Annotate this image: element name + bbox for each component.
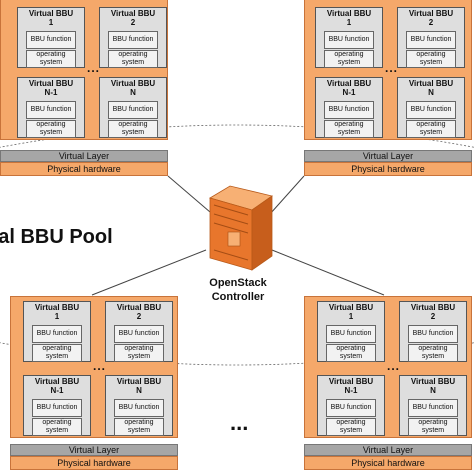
operating-system-box: operating system [408, 344, 458, 362]
physical-hardware-bar: Physical hardware [304, 456, 472, 470]
operating-system-box: operating system [32, 418, 82, 436]
bbu-function-box: BBU function [26, 31, 76, 49]
operating-system-box: operating system [324, 120, 374, 138]
bbu-function-box: BBU function [324, 31, 374, 49]
virtual-layer-bar: Virtual Layer [10, 444, 178, 456]
bbu-function-box: BBU function [326, 325, 376, 343]
bbu-function-box: BBU function [114, 399, 164, 417]
controller-label-line2: Controller [211, 291, 265, 303]
bbu-function-box: BBU function [26, 101, 76, 119]
server-tower-icon [209, 185, 273, 271]
bbu-function-box: BBU function [406, 101, 456, 119]
operating-system-box: operating system [406, 50, 456, 68]
physical-hardware-bar: Physical hardware [0, 162, 168, 176]
operating-system-box: operating system [32, 344, 82, 362]
link-bottom-left [91, 249, 207, 296]
link-top-left [167, 175, 211, 213]
virtual-layer-bar: Virtual Layer [304, 150, 472, 162]
bbu-function-box: BBU function [326, 399, 376, 417]
bbu-function-box: BBU function [108, 31, 158, 49]
bbu-function-box: BBU function [32, 325, 82, 343]
physical-hardware-bar: Physical hardware [304, 162, 472, 176]
operating-system-box: operating system [326, 344, 376, 362]
virtual-layer-bar: Virtual Layer [0, 150, 168, 162]
bbu-function-box: BBU function [324, 101, 374, 119]
virtual-layer-bar: Virtual Layer [304, 444, 472, 456]
link-top-right [269, 175, 305, 215]
link-bottom-right [271, 249, 385, 296]
bbu-function-box: BBU function [406, 31, 456, 49]
bbu-function-box: BBU function [108, 101, 158, 119]
operating-system-box: operating system [26, 120, 76, 138]
controller-label: OpenStack Controller [196, 276, 280, 304]
more-servers-ellipsis: ... [230, 410, 249, 435]
operating-system-box: operating system [108, 50, 158, 68]
operating-system-box: operating system [408, 418, 458, 436]
operating-system-box: operating system [114, 418, 164, 436]
controller-label-line1: OpenStack [209, 277, 267, 289]
vm-ellipsis: ... [87, 61, 101, 75]
bbu-function-box: BBU function [32, 399, 82, 417]
operating-system-box: operating system [326, 418, 376, 436]
operating-system-box: operating system [26, 50, 76, 68]
bbu-function-box: BBU function [114, 325, 164, 343]
operating-system-box: operating system [108, 120, 158, 138]
physical-hardware-bar: Physical hardware [10, 456, 178, 470]
pool-boundary-top-arc [0, 124, 474, 148]
pool-title: ual BBU Pool [0, 226, 113, 248]
bbu-function-box: BBU function [408, 399, 458, 417]
vm-ellipsis: ... [385, 61, 399, 75]
vm-ellipsis: ... [93, 359, 107, 373]
vm-ellipsis: ... [387, 359, 401, 373]
operating-system-box: operating system [114, 344, 164, 362]
operating-system-box: operating system [324, 50, 374, 68]
operating-system-box: operating system [406, 120, 456, 138]
bbu-function-box: BBU function [408, 325, 458, 343]
